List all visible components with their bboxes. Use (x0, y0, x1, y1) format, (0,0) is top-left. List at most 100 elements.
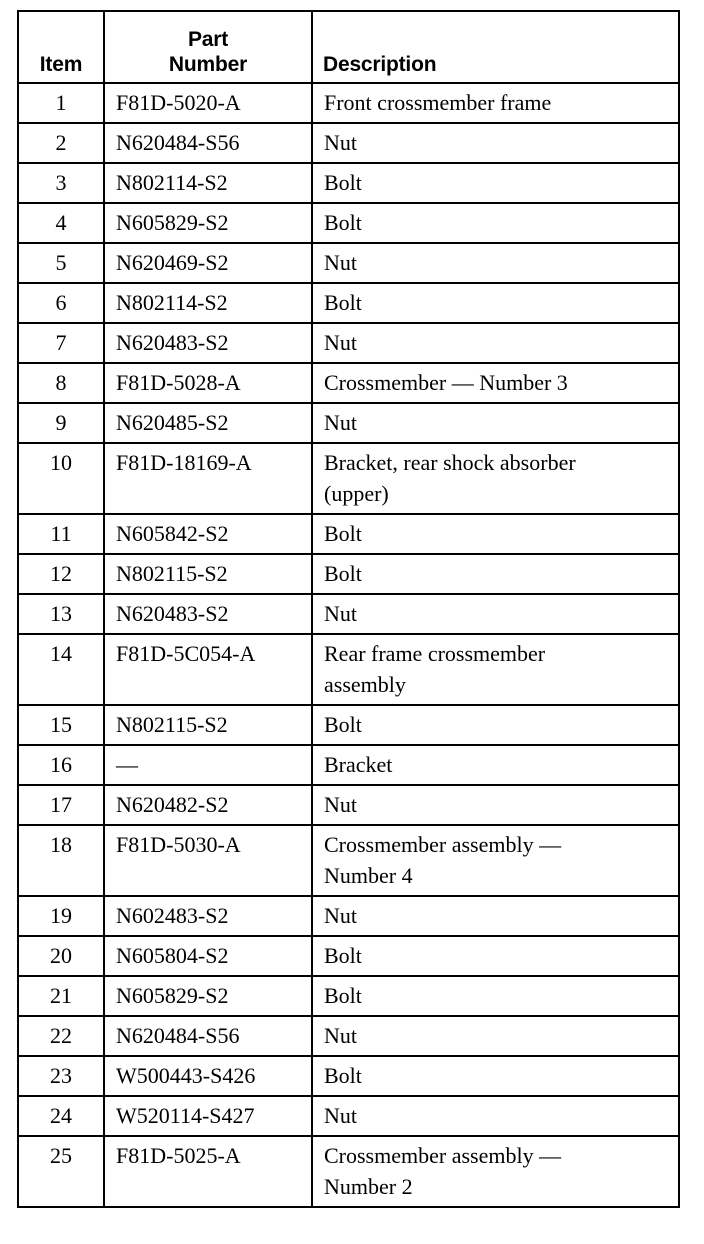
cell-item-number: 5 (17, 242, 105, 284)
table-row: 10 F81D-18169-A Bracket, rear shock absorb… (17, 442, 680, 515)
description-line: Nut (324, 1023, 357, 1048)
part-number-text: N605829-S2 (116, 983, 229, 1008)
description-line: Front crossmember frame (324, 90, 552, 115)
cell-description: Bolt (311, 513, 680, 555)
cell-part-number: F81D-5020-A (103, 82, 313, 124)
cell-item-number: 7 (17, 322, 105, 364)
description-line: Rear frame crossmember (324, 641, 546, 666)
cell-item-number: 25 (17, 1135, 105, 1208)
part-number-text: F81D-5C054-A (116, 641, 256, 666)
cell-part-number: N605829-S2 (103, 975, 313, 1017)
description-line: Bolt (324, 290, 362, 315)
cell-item-number: 2 (17, 122, 105, 164)
part-number-text: F81D-5030-A (116, 832, 241, 857)
cell-description: Bolt (311, 935, 680, 977)
description-line: Bolt (324, 521, 362, 546)
cell-item-number: 1 (17, 82, 105, 124)
table-row: 15 N802115-S2 Bolt (17, 704, 680, 746)
description-line: Number 4 (324, 863, 413, 888)
column-header-line: Part (187, 28, 229, 51)
item-number-text: 24 (50, 1103, 72, 1128)
part-number-text: N620484-S56 (116, 130, 240, 155)
description-text: Crossmember assembly — Number 4 (313, 826, 678, 895)
item-number-text: 1 (55, 90, 67, 115)
cell-item-number: 16 (17, 744, 105, 786)
cell-description: Front crossmember frame (311, 82, 680, 124)
description-line: Nut (324, 330, 357, 355)
description-line: Nut (324, 601, 357, 626)
cell-part-number: N620484-S56 (103, 122, 313, 164)
description-line: Crossmember assembly — (324, 1143, 562, 1168)
item-number-text: 18 (50, 832, 72, 857)
item-number-text: 4 (55, 210, 67, 235)
description-text: Bolt (313, 1057, 678, 1095)
description-text: Nut (313, 786, 678, 824)
cell-item-number: 22 (17, 1015, 105, 1057)
description-text: Nut (313, 124, 678, 162)
part-number-text: N802115-S2 (116, 712, 228, 737)
description-text: Bolt (313, 937, 678, 975)
description-line: Bolt (324, 983, 362, 1008)
cell-description: Bolt (311, 162, 680, 204)
cell-description: Bolt (311, 704, 680, 746)
cell-item-number: 9 (17, 402, 105, 444)
cell-part-number: N802115-S2 (103, 553, 313, 595)
part-number-text: N605804-S2 (116, 943, 229, 968)
description-line: Bracket, rear shock absorber (324, 450, 576, 475)
item-number-text: 20 (50, 943, 72, 968)
description-line: Number 2 (324, 1174, 413, 1199)
description-line: Crossmember assembly — (324, 832, 562, 857)
cell-part-number: F81D-18169-A (103, 442, 313, 515)
column-header-line: Description (323, 53, 437, 76)
part-number-text: F81D-5020-A (116, 90, 241, 115)
column-header-line: Number (168, 53, 248, 76)
cell-description: Nut (311, 402, 680, 444)
cell-item-number: 24 (17, 1095, 105, 1137)
part-number-text: N620482-S2 (116, 792, 229, 817)
item-number-text: 11 (50, 521, 72, 546)
table-row: 3 N802114-S2 Bolt (17, 162, 680, 204)
part-number-text: W520114-S427 (116, 1103, 255, 1128)
cell-item-number: 21 (17, 975, 105, 1017)
part-number-text: F81D-5028-A (116, 370, 241, 395)
description-text: Bolt (313, 555, 678, 593)
cell-description: Bolt (311, 975, 680, 1017)
description-text: Crossmember — Number 3 (313, 364, 678, 402)
description-line: Bolt (324, 712, 362, 737)
description-text: Crossmember assembly — Number 2 (313, 1137, 678, 1206)
cell-description: Crossmember assembly — Number 2 (311, 1135, 680, 1208)
cell-part-number: W500443-S426 (103, 1055, 313, 1097)
item-number-text: 21 (50, 983, 72, 1008)
description-line: assembly (324, 672, 406, 697)
item-number-text: 6 (55, 290, 67, 315)
part-number-text: N802115-S2 (116, 561, 228, 586)
part-number-text: N605842-S2 (116, 521, 229, 546)
cell-item-number: 23 (17, 1055, 105, 1097)
cell-description: Nut (311, 1015, 680, 1057)
table-row: 16—Bracket (17, 744, 680, 786)
table-row: 2 N620484-S56 Nut (17, 122, 680, 164)
table-row: 1 F81D-5020-A Front crossmember frame (17, 82, 680, 124)
description-text: Bolt (313, 706, 678, 744)
part-number-text: N802114-S2 (116, 170, 228, 195)
item-number-text: 3 (55, 170, 67, 195)
part-number-text: W500443-S426 (116, 1063, 256, 1088)
table-row: 25 F81D-5025-A Crossmember assembly — Numbe… (17, 1135, 680, 1208)
item-number-text: 10 (50, 450, 72, 475)
description-text: Nut (313, 324, 678, 362)
part-number-text: N620483-S2 (116, 601, 229, 626)
table-row: 11 N605842-S2 Bolt (17, 513, 680, 555)
cell-item-number: 15 (17, 704, 105, 746)
item-number-text: 7 (55, 330, 67, 355)
part-number-text: F81D-5025-A (116, 1143, 241, 1168)
description-text: Nut (313, 1017, 678, 1055)
column-header-line: Item (39, 53, 83, 76)
item-number-text: 9 (55, 410, 67, 435)
cell-item-number: 14 (17, 633, 105, 706)
